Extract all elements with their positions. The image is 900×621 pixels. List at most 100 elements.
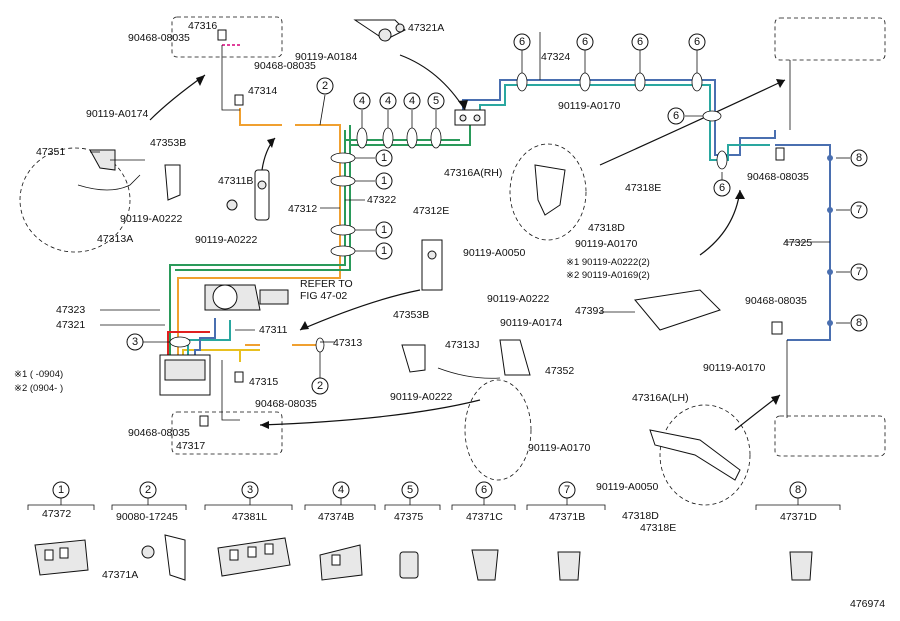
brake-line-blue-right xyxy=(775,144,831,341)
clip-oval-6b xyxy=(579,72,591,92)
brake-line-yellow-47315 xyxy=(239,349,250,362)
label-90468-d: 90468-08035 xyxy=(745,295,807,307)
label-90119-A0222-c: 90119-A0222 xyxy=(487,293,549,305)
brake-line-orange-47314 xyxy=(239,108,250,126)
clip-90468-left-bottom xyxy=(199,415,209,427)
label-47316: 47316 xyxy=(188,20,217,32)
callout-8b: 8 xyxy=(856,317,862,329)
clip-oval-6e xyxy=(702,110,722,122)
clip-90468-right-bottom xyxy=(771,321,783,335)
detail-ellipse-lower-right xyxy=(659,404,751,506)
clip-oval-5 xyxy=(430,127,442,149)
clip-oval-3 xyxy=(169,336,191,348)
bracket-47352 xyxy=(499,339,531,376)
legend-num-6: 6 xyxy=(481,484,487,496)
legend-num-3: 3 xyxy=(247,484,253,496)
label-47317: 47317 xyxy=(176,440,205,452)
brake-line-blue-bottom xyxy=(194,318,216,362)
label-refer-1: REFER TO xyxy=(300,278,353,290)
leader-lines xyxy=(90,32,850,378)
callout-4a: 4 xyxy=(359,95,365,107)
clip-oval-1b xyxy=(330,175,356,187)
legend-num-1: 1 xyxy=(58,484,64,496)
hose-47316 xyxy=(221,45,240,111)
legend-part-5: 47375 xyxy=(394,511,423,523)
legend-item-7: 7 47371B xyxy=(526,481,606,581)
hose-47313A xyxy=(77,174,141,191)
brake-line-green-2 xyxy=(175,145,351,271)
label-47353B-a: 47353B xyxy=(150,137,186,149)
callout-3a: 3 xyxy=(132,336,138,348)
clip-90468-left-mid xyxy=(234,94,244,106)
clip-oval-1d xyxy=(330,245,356,257)
callout-4b: 4 xyxy=(385,95,391,107)
label-47311: 47311 xyxy=(259,324,288,336)
brake-line-orange xyxy=(177,124,341,360)
detail-box-bottom-left xyxy=(171,411,283,455)
legend-num-7: 7 xyxy=(564,484,570,496)
callout-2b: 2 xyxy=(317,380,323,392)
clip-90468-left-top xyxy=(217,29,227,41)
legend-item-6: 6 47371C xyxy=(451,481,516,581)
label-47316A-LH: 47316A(LH) xyxy=(632,392,689,404)
legend-item-8: 8 47371D xyxy=(755,481,841,581)
legend-note-2: ※2 (0904- ) xyxy=(14,383,63,394)
callout-8a: 8 xyxy=(856,152,862,164)
callout-2a: 2 xyxy=(322,80,328,92)
arrow-to-bottom-left-box xyxy=(259,399,481,426)
legend-num-2: 2 xyxy=(145,484,151,496)
label-47313: 47313 xyxy=(333,337,362,349)
label-47353B-b: 47353B xyxy=(393,309,429,321)
label-note-1: ※1 90119-A0222(2) xyxy=(566,257,650,268)
label-refer-2: FIG 47-02 xyxy=(300,290,347,302)
callout-6b: 6 xyxy=(582,36,588,48)
label-90119-A0222-d: 90119-A0222 xyxy=(390,391,452,403)
legend-part-3: 47381L xyxy=(232,511,267,523)
label-90119-A0184: 90119-A0184 xyxy=(295,51,357,63)
callout-1b: 1 xyxy=(381,175,387,187)
clip-90468-right-top xyxy=(775,147,785,161)
legend-sub-2: 47371A xyxy=(102,569,138,581)
callout-7b: 7 xyxy=(856,266,862,278)
callout-6f: 6 xyxy=(719,182,725,194)
legend-part-8: 47371D xyxy=(780,511,817,523)
callout-1c: 1 xyxy=(381,224,387,236)
detail-box-bottom-right xyxy=(774,415,886,457)
brake-line-blue-top xyxy=(462,79,776,156)
arrow-to-top-left-box xyxy=(149,74,206,121)
label-47311B: 47311B xyxy=(218,175,253,187)
label-47316A-RH: 47316A(RH) xyxy=(444,167,502,179)
callout-6c: 6 xyxy=(637,36,643,48)
callout-5a: 5 xyxy=(433,95,439,107)
label-90468-b: 90468-08035 xyxy=(254,60,316,72)
clip-oval-1c xyxy=(330,224,356,236)
clip-oval-4c xyxy=(406,127,418,149)
label-90468-f: 90468-08035 xyxy=(128,427,190,439)
bolt-90119-A0222-a xyxy=(226,199,238,211)
arrow-to-master-cylinder xyxy=(299,289,421,331)
junction-block xyxy=(454,109,486,126)
label-47314: 47314 xyxy=(248,85,277,97)
label-47313A: 47313A xyxy=(97,233,133,245)
brake-line-teal-bottom xyxy=(187,320,231,362)
detail-ellipse-center xyxy=(509,143,587,241)
callout-6e: 6 xyxy=(673,110,679,122)
label-90119-A0050-b: 90119-A0050 xyxy=(596,481,658,493)
clip-oval-4b xyxy=(382,127,394,149)
label-90119-A0170-a: 90119-A0170 xyxy=(558,100,620,112)
brake-master-cylinder xyxy=(159,284,289,396)
legend-item-5: 5 47375 xyxy=(384,481,441,579)
bracket-47351 xyxy=(89,149,116,171)
legend-part-1: 47372 xyxy=(42,508,71,520)
label-47312: 47312 xyxy=(288,203,317,215)
legend-note-1: ※1 ( -0904) xyxy=(14,369,63,380)
hose-47313J xyxy=(437,367,501,379)
label-47351: 47351 xyxy=(36,146,65,158)
callout-6d: 6 xyxy=(694,36,700,48)
legend-item-4: 4 47374B xyxy=(304,481,376,581)
label-47312E: 47312E xyxy=(413,205,449,217)
brake-line-green-1 xyxy=(169,139,460,355)
label-47318E-a: 47318E xyxy=(625,182,661,194)
legend-item-3: 3 47381L xyxy=(204,481,293,577)
